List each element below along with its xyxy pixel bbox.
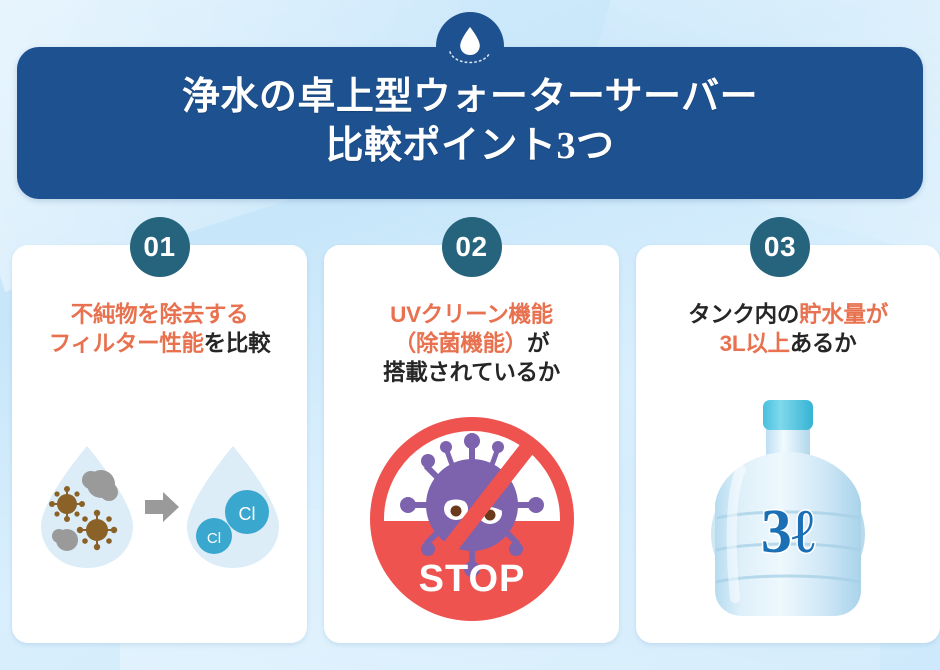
chlorine-label: Cl [238, 504, 255, 524]
card-number-badge-03: 03 [750, 217, 810, 277]
card-heading-3-suffix: あるか [789, 331, 857, 356]
card-heading-2-particle: が [527, 331, 550, 356]
card-1-illustration: Cl Cl [12, 417, 307, 607]
stop-label: STOP [418, 558, 525, 600]
clean-water-drop-icon: Cl Cl [186, 446, 279, 568]
card-heading-3-plain: タンク内の [688, 302, 800, 327]
card-heading-3-volume: 3L以上 [719, 331, 790, 356]
card-3-illustration: 3ℓ [636, 385, 940, 635]
card-heading-1-plain: を比較 [203, 331, 271, 356]
comparison-point-card-1[interactable]: 01 不純物を除去する フィルター性能を比較 [12, 217, 307, 643]
bottle-volume-label: 3ℓ [761, 498, 815, 566]
page-title-line-2: 比較ポイント3つ [325, 125, 615, 167]
header-droplet-badge [436, 12, 504, 80]
dotted-arc-icon [449, 51, 491, 64]
water-purification-icon: Cl Cl [40, 446, 279, 568]
card-heading-1-highlight: フィルター性能 [48, 331, 204, 356]
card-number-badge-01: 01 [129, 217, 190, 277]
card-2-illustration: STOP [324, 405, 619, 633]
page-title-line-1: 浄水の卓上型ウォーターサーバー [181, 76, 759, 118]
card-heading-1-line-1: 不純物を除去する [70, 302, 249, 327]
card-heading-3-highlight: 貯水量が [799, 302, 888, 327]
card-heading-2-line-1: UVクリーン機能 [390, 302, 553, 327]
card-heading-2-highlight: （除菌機能） [393, 331, 528, 356]
page-title: 浄水の卓上型ウォーターサーバー 比較ポイント3つ [17, 73, 923, 171]
dirty-water-drop-icon [40, 446, 133, 568]
card-heading-1: 不純物を除去する フィルター性能を比較 [20, 300, 299, 358]
comparison-point-card-2[interactable]: 02 UVクリーン機能 （除菌機能）が 搭載されているか [324, 217, 619, 643]
arrow-right-icon [144, 492, 179, 522]
card-heading-2: UVクリーン機能 （除菌機能）が 搭載されているか [332, 300, 611, 387]
card-heading-3: タンク内の貯水量が 3L以上あるか [644, 300, 932, 358]
stop-virus-icon: STOP [369, 417, 574, 621]
card-heading-2-line-3: 搭載されているか [383, 360, 560, 385]
water-bottle-icon: 3ℓ [711, 400, 865, 616]
comparison-point-card-3[interactable]: 03 タンク内の貯水量が 3L以上あるか [636, 217, 940, 643]
chlorine-label: Cl [206, 530, 220, 547]
card-number-badge-02: 02 [441, 217, 502, 277]
